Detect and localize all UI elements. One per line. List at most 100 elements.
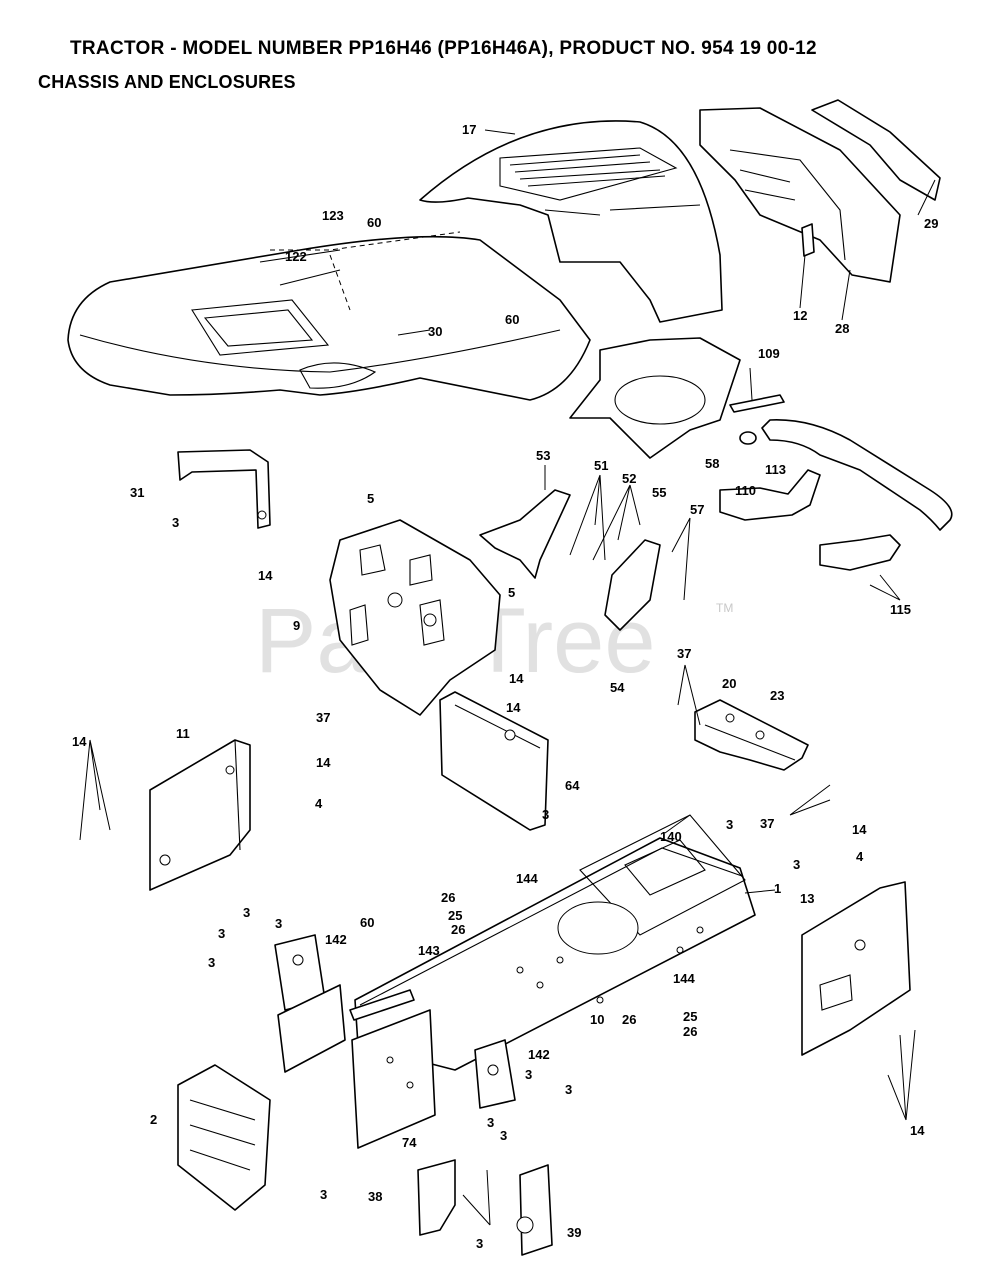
label-144-a: 144 [516,871,538,886]
bracket-part-53 [479,489,571,579]
label-142-a: 142 [325,932,347,947]
label-25-a: 25 [448,908,462,923]
label-51: 51 [594,458,608,473]
bracket-part-55 [604,539,661,631]
label-52: 52 [622,471,636,486]
label-140: 140 [660,829,682,844]
label-57: 57 [690,502,704,517]
label-3-l: 3 [500,1128,507,1143]
label-3-k: 3 [487,1115,494,1130]
label-14-b: 14 [509,671,524,686]
side-panel-part-11 [149,739,251,891]
label-115: 115 [890,602,911,617]
bracket-part-64 [439,691,549,831]
label-14-d: 14 [72,734,87,749]
bracket-part-142-lower [474,1039,516,1109]
bracket-part-143 [349,989,415,1021]
label-37-c: 37 [760,816,774,831]
label-14-e: 14 [316,755,331,770]
bracket-part-31 [177,449,271,529]
label-11: 11 [176,726,190,741]
label-3-d: 3 [793,857,800,872]
grille-part-28 [699,99,941,283]
diagram-subtitle: CHASSIS AND ENCLOSURES [38,72,296,92]
label-64: 64 [565,778,580,793]
front-plate-part-2 [177,1064,271,1211]
label-13: 13 [800,891,814,906]
label-142-b: 142 [528,1047,550,1062]
label-58: 58 [705,456,719,471]
label-29: 29 [924,216,938,231]
label-109: 109 [758,346,780,361]
label-54: 54 [610,680,625,695]
label-60-c: 60 [360,915,374,930]
label-14-c: 14 [506,700,521,715]
side-panel-part-13 [801,881,911,1056]
console-part-9 [329,519,501,716]
label-74: 74 [402,1135,417,1150]
label-5-b: 5 [508,585,515,600]
label-5-a: 5 [367,491,374,506]
label-3-i: 3 [525,1067,532,1082]
rod-part-109 [729,394,785,413]
leader-lines [79,129,936,1226]
label-113: 113 [765,462,786,477]
label-3-f: 3 [275,916,282,931]
bracket-part-12 [801,223,815,257]
label-28: 28 [835,321,849,336]
label-3-e: 3 [243,905,250,920]
label-26-b: 26 [451,922,465,937]
label-3-h: 3 [208,955,215,970]
label-122: 122 [285,249,307,264]
label-26-c: 26 [622,1012,636,1027]
bracket-part-39 [516,1164,553,1256]
label-4-a: 4 [315,796,323,811]
label-9: 9 [293,618,300,633]
label-144-b: 144 [673,971,695,986]
label-14-g: 14 [910,1123,925,1138]
label-53: 53 [536,448,550,463]
label-26-a: 26 [441,890,455,905]
label-3-n: 3 [476,1236,483,1251]
label-14-a: 14 [258,568,273,583]
fender-part-30 [67,231,591,401]
label-3-b: 3 [542,807,549,822]
label-10: 10 [590,1012,604,1027]
label-3-m: 3 [320,1187,327,1202]
label-3-j: 3 [565,1082,572,1097]
label-60-a: 60 [367,215,381,230]
label-2: 2 [150,1112,157,1127]
label-12: 12 [793,308,807,323]
diagram-title: TRACTOR - MODEL NUMBER PP16H46 (PP16H46A… [70,38,817,59]
steering-part-113 [719,394,953,571]
label-17: 17 [462,122,476,137]
label-110: 110 [735,483,756,498]
frame-side-plate [277,984,436,1149]
label-37-b: 37 [316,710,330,725]
label-23: 23 [770,688,784,703]
dash-panel-part-58 [569,337,741,459]
label-1: 1 [774,881,781,896]
label-3-a: 3 [172,515,179,530]
cap-part-110 [739,431,757,445]
grille-insert-part-29 [811,99,941,201]
label-14-f: 14 [852,822,867,837]
hood-part-17 [419,120,723,323]
label-30: 30 [428,324,442,339]
label-4-b: 4 [856,849,864,864]
label-3-c: 3 [726,817,733,832]
label-37-a: 37 [677,646,691,661]
part-labels: 17 29 12 28 123 122 60 60 30 109 58 113 … [72,122,938,1251]
label-25-b: 25 [683,1009,697,1024]
main-frame-part-1 [354,814,756,1071]
bracket-part-38 [417,1159,456,1236]
label-3-g: 3 [218,926,225,941]
label-26-d: 26 [683,1024,697,1039]
label-31: 31 [130,485,144,500]
label-60-b: 60 [505,312,519,327]
label-143: 143 [418,943,440,958]
label-39: 39 [567,1225,581,1240]
label-123: 123 [322,208,344,223]
label-20: 20 [722,676,736,691]
